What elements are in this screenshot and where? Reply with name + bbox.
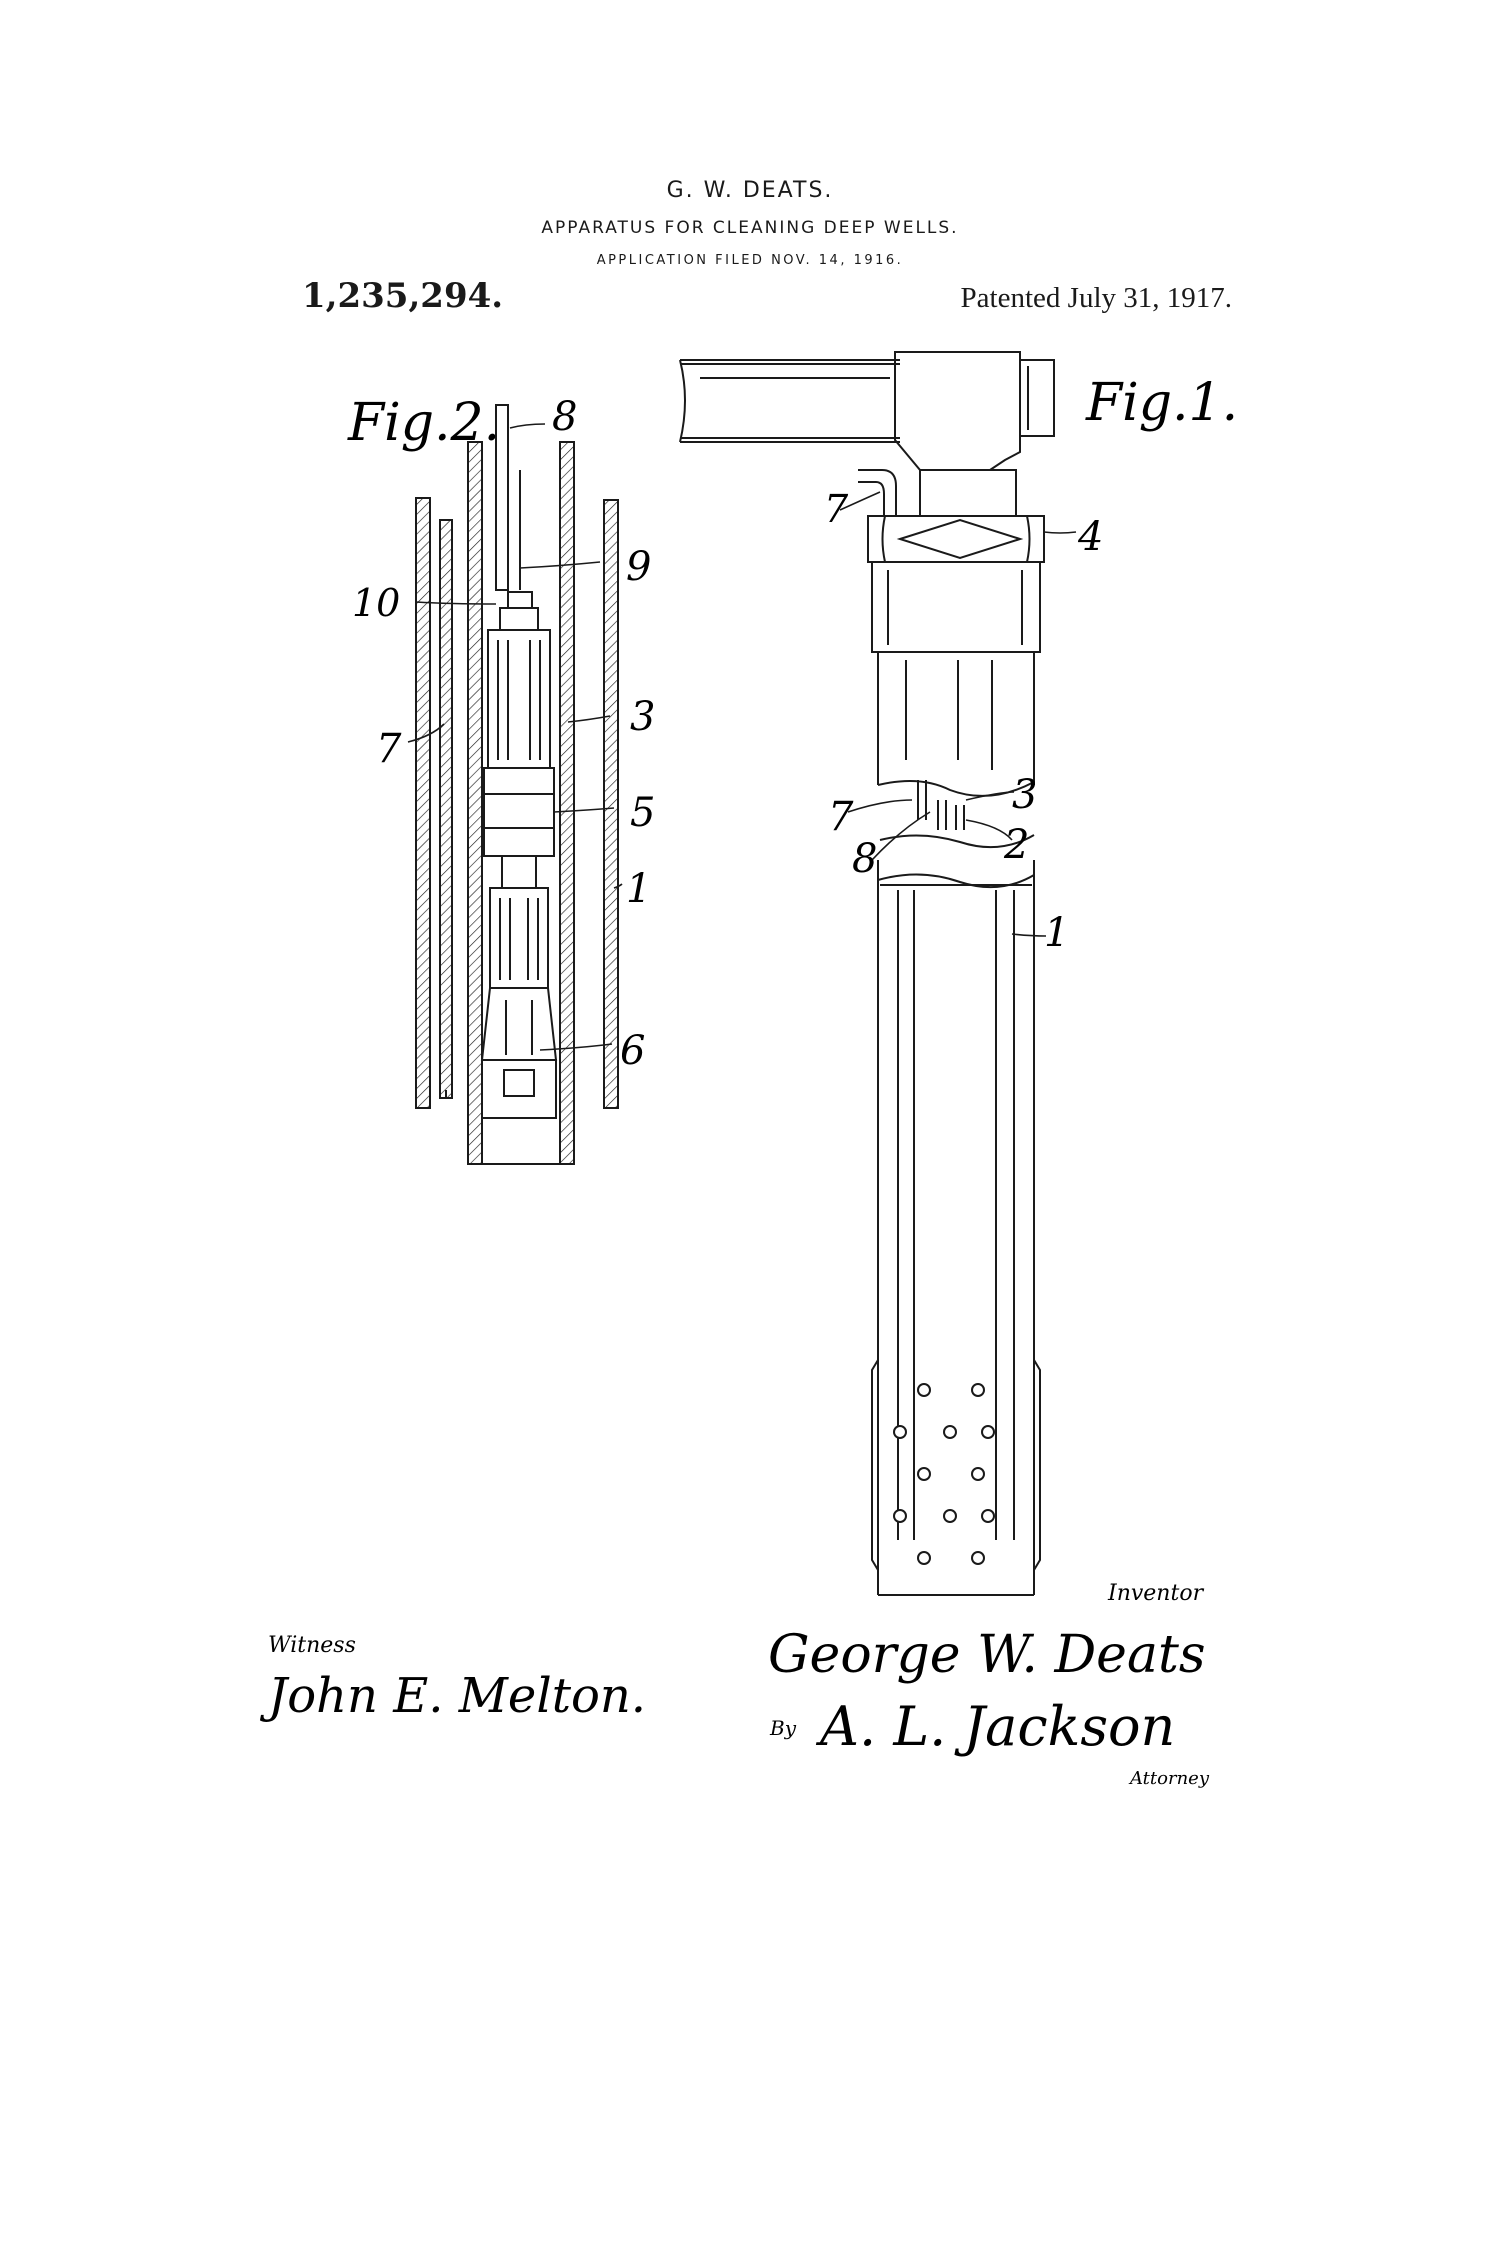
fig1-ref-4: 4 [1077, 514, 1103, 560]
patent-number: 1,235,294. [302, 276, 504, 316]
fig2-ref-9: 9 [626, 544, 651, 590]
fig2-ref-3: 3 [630, 694, 655, 740]
fig1-ref-3: 3 [1012, 772, 1037, 818]
fig1-ref-1: 1 [1044, 910, 1069, 956]
inventor-label: Inventor [1107, 1581, 1205, 1606]
patent-title: APPARATUS FOR CLEANING DEEP WELLS. [541, 218, 959, 238]
fig1-ref-7-top: 7 [824, 487, 849, 531]
by-label: By [769, 1716, 797, 1740]
fig2-section-view [415, 404, 619, 1165]
attorney-label: Attorney [1128, 1768, 1210, 1789]
application-filed-line: APPLICATION FILED NOV. 14, 1916. [596, 253, 904, 268]
fig1-perforations [893, 1383, 995, 1565]
fig2-ref-6: 6 [620, 1028, 645, 1074]
fig2-ref-10: 10 [352, 581, 400, 625]
patent-date: Patented July 31, 1917. [960, 282, 1232, 314]
fig2-ref-5: 5 [630, 790, 655, 836]
fig2-leader-lines [407, 423, 623, 1051]
inventor-name-heading: G. W. DEATS. [666, 178, 834, 203]
fig1-ref-7-mid: 7 [828, 794, 854, 840]
fig2-ref-7: 7 [376, 726, 402, 772]
fig1-ref-8: 8 [852, 836, 877, 882]
fig2-label: Fig.2. [347, 393, 500, 453]
attorney-signature: A. L. Jackson [815, 1695, 1175, 1758]
fig1-ref-2: 2 [1003, 822, 1029, 868]
witness-label: Witness [268, 1633, 356, 1658]
fig2-ref-1: 1 [626, 866, 651, 912]
fig2-ref-8: 8 [552, 394, 577, 440]
witness-signature: John E. Melton. [259, 1668, 646, 1724]
fig1-elevation-view [679, 351, 1055, 1596]
fig1-label: Fig.1. [1085, 373, 1238, 433]
fig1-leader-lines [839, 491, 1077, 937]
inventor-signature: George W. Deats [768, 1625, 1206, 1685]
